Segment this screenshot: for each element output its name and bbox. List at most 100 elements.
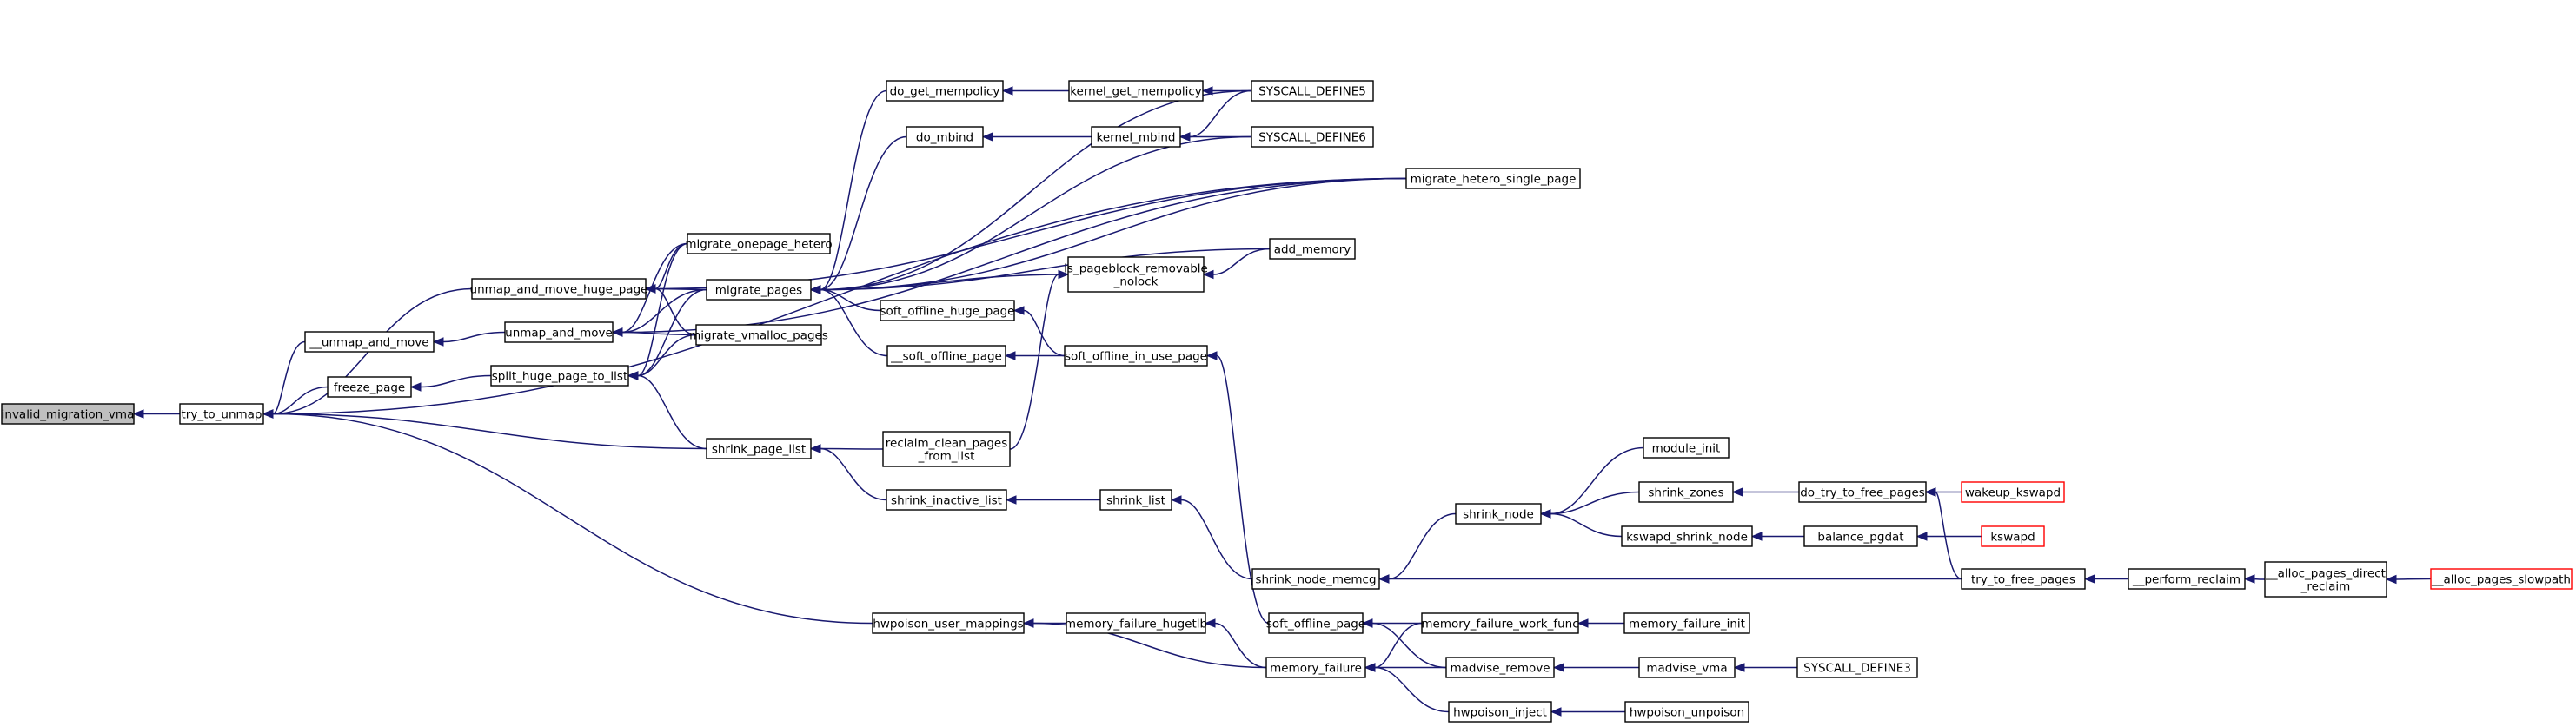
arrowhead-shrink_list <box>1170 495 1182 505</box>
node-madvise_vma[interactable]: madvise_vma <box>1638 657 1736 678</box>
node-migrate_vmalloc_pages[interactable]: migrate_vmalloc_pages <box>689 324 828 346</box>
node-shrink_list[interactable]: shrink_list <box>1099 489 1172 511</box>
node-kernel_get_mempolicy[interactable]: kernel_get_mempolicy <box>1068 80 1204 102</box>
node-SYSCALL_DEFINE5[interactable]: SYSCALL_DEFINE5 <box>1251 80 1374 102</box>
node-memory_failure_hugetlb[interactable]: memory_failure_hugetlb <box>1065 612 1207 634</box>
node-soft_offline_page[interactable]: soft_offline_page <box>1266 612 1365 634</box>
arrowhead-__alloc_pages_direct_reclaim <box>2385 574 2397 585</box>
node-layer: invalid_migration_vma try_to_unmap unmap_a… <box>1 80 2573 723</box>
node-add_memory[interactable]: add_memory <box>1269 238 1356 260</box>
node-split_huge_page_to_list[interactable]: split_huge_page_to_list <box>490 365 629 387</box>
arrowhead-shrink_node_memcg <box>1378 574 1390 584</box>
node-box <box>1268 612 1364 634</box>
arrowhead-try_to_free_pages <box>2083 574 2095 584</box>
node-shrink_zones[interactable]: shrink_zones <box>1638 481 1734 503</box>
node-shrink_node_memcg[interactable]: shrink_node_memcg <box>1251 568 1380 590</box>
node-label: kswapd_shrink_node <box>1626 531 1748 545</box>
node-box <box>1455 503 1542 525</box>
node-__unmap_and_move[interactable]: __unmap_and_move <box>304 331 435 353</box>
node-SYSCALL_DEFINE3[interactable]: SYSCALL_DEFINE3 <box>1796 657 1918 678</box>
node-label: soft_offline_page <box>1266 618 1365 631</box>
arrowhead-shrink_page_list <box>809 444 821 453</box>
node-label: migrate_vmalloc_pages <box>689 329 828 343</box>
node-is_pageblock_removable_nolock[interactable]: is_pageblock_removable_nolock <box>1064 256 1208 293</box>
node-box <box>1405 168 1581 189</box>
node-reclaim_clean_pages_from_list[interactable]: reclaim_clean_pages_from_list <box>882 431 1011 467</box>
node-balance_pgdat[interactable]: balance_pgdat <box>1803 525 1918 547</box>
node-box <box>706 279 812 301</box>
node-do_try_to_free_pages[interactable]: do_try_to_free_pages <box>1798 481 1927 503</box>
node-box <box>1445 657 1555 678</box>
node-label: memory_failure_init <box>1629 618 1745 631</box>
node-memory_failure[interactable]: memory_failure <box>1265 657 1366 678</box>
node-memory_failure_work_func[interactable]: memory_failure_work_func <box>1421 612 1579 634</box>
node-kernel_mbind[interactable]: kernel_mbind <box>1091 126 1181 148</box>
node-memory_failure_init[interactable]: memory_failure_init <box>1623 612 1750 634</box>
node-unmap_and_move_huge_page[interactable]: unmap_and_move_huge_page <box>470 278 648 300</box>
edge-__unmap_and_move-to-try_to_unmap <box>272 340 306 415</box>
node-__perform_reclaim[interactable]: __perform_reclaim <box>2128 568 2246 590</box>
edge-reclaim_clean_pages_from_list-to-shrink_page_list <box>820 447 884 450</box>
node-label: shrink_inactive_list <box>891 494 1002 508</box>
node-try_to_unmap[interactable]: try_to_unmap <box>179 403 264 425</box>
node-do_get_mempolicy[interactable]: do_get_mempolicy <box>886 80 1004 102</box>
node-hwpoison_unpoison[interactable]: hwpoison_unpoison <box>1624 701 1749 723</box>
node-soft_offline_huge_page[interactable]: soft_offline_huge_page <box>880 300 1015 321</box>
node-hwpoison_inject[interactable]: hwpoison_inject <box>1448 701 1552 723</box>
node-label: kernel_get_mempolicy <box>1070 85 1202 99</box>
edge-unmap_and_move-to-__unmap_and_move <box>442 331 506 343</box>
node-__alloc_pages_direct_reclaim[interactable]: __alloc_pages_direct_reclaim <box>2264 561 2387 598</box>
node-module_init[interactable]: module_init <box>1643 437 1730 459</box>
node-label: add_memory <box>1274 243 1351 257</box>
node-do_mbind[interactable]: do_mbind <box>906 126 984 148</box>
node-kswapd[interactable]: kswapd <box>1981 525 2045 547</box>
node-migrate_onepage_hetero[interactable]: migrate_onepage_hetero <box>685 233 833 254</box>
edge-migrate_hetero_single_page-to-unmap_and_move <box>621 177 1407 334</box>
node-hwpoison_user_mappings[interactable]: hwpoison_user_mappings <box>872 612 1025 634</box>
node-label: soft_offline_huge_page <box>880 305 1015 319</box>
node-__alloc_pages_slowpath[interactable]: __alloc_pages_slowpath <box>2430 568 2573 590</box>
arrowhead-invalid_migration_vma <box>132 409 144 419</box>
arrowhead-memory_failure <box>1364 663 1376 672</box>
node-box <box>695 324 822 346</box>
node-kswapd_shrink_node[interactable]: kswapd_shrink_node <box>1621 525 1753 547</box>
arrowhead-do_try_to_free_pages <box>1924 487 1936 497</box>
node-label: __soft_offline_page <box>890 350 1002 364</box>
node-invalid_migration_vma[interactable]: invalid_migration_vma <box>1 403 135 425</box>
node-__soft_offline_page[interactable]: __soft_offline_page <box>886 345 1006 367</box>
edge-SYSCALL_DEFINE5-to-migrate_pages <box>820 89 1252 291</box>
node-box <box>886 80 1004 102</box>
node-freeze_page[interactable]: freeze_page <box>327 376 412 398</box>
edge-migrate_pages-to-unmap_and_move <box>621 288 707 334</box>
edge-migrate_vmalloc_pages-to-unmap_and_move_huge_page <box>654 287 697 336</box>
node-migrate_pages[interactable]: migrate_pages <box>706 279 812 301</box>
arrowhead-do_mbind <box>981 132 993 142</box>
node-try_to_free_pages[interactable]: try_to_free_pages <box>1961 568 2086 590</box>
node-label: unmap_and_move <box>505 327 613 340</box>
node-shrink_inactive_list[interactable]: shrink_inactive_list <box>886 489 1007 511</box>
node-label: do_try_to_free_pages <box>1800 486 1925 500</box>
node-label: module_init <box>1652 442 1721 456</box>
node-shrink_node[interactable]: shrink_node <box>1455 503 1542 525</box>
node-box <box>706 438 812 459</box>
node-box <box>1 403 135 425</box>
edge-hwpoison_user_mappings-to-try_to_unmap <box>272 413 873 625</box>
node-migrate_hetero_single_page[interactable]: migrate_hetero_single_page <box>1405 168 1581 189</box>
node-label: _from_list <box>918 450 975 464</box>
edge-soft_offline_page-to-soft_offline_in_use_page <box>1216 354 1270 625</box>
node-label: migrate_onepage_hetero <box>685 238 832 252</box>
node-box <box>1803 525 1918 547</box>
node-wakeup_kswapd[interactable]: wakeup_kswapd <box>1961 481 2065 503</box>
node-label: shrink_page_list <box>712 443 806 457</box>
edge-is_pageblock_removable_nolock-to-migrate_pages <box>820 274 1069 291</box>
node-madvise_remove[interactable]: madvise_remove <box>1445 657 1555 678</box>
arrowhead-shrink_inactive_list <box>1005 495 1017 505</box>
node-SYSCALL_DEFINE6[interactable]: SYSCALL_DEFINE6 <box>1251 126 1374 148</box>
node-box <box>1068 80 1204 102</box>
node-unmap_and_move[interactable]: unmap_and_move <box>504 321 614 343</box>
node-shrink_page_list[interactable]: shrink_page_list <box>706 438 812 459</box>
arrowhead-freeze_page <box>409 382 422 392</box>
node-label: _reclaim <box>2300 580 2351 594</box>
node-box <box>1067 256 1205 293</box>
node-soft_offline_in_use_page[interactable]: soft_offline_in_use_page <box>1064 345 1208 367</box>
